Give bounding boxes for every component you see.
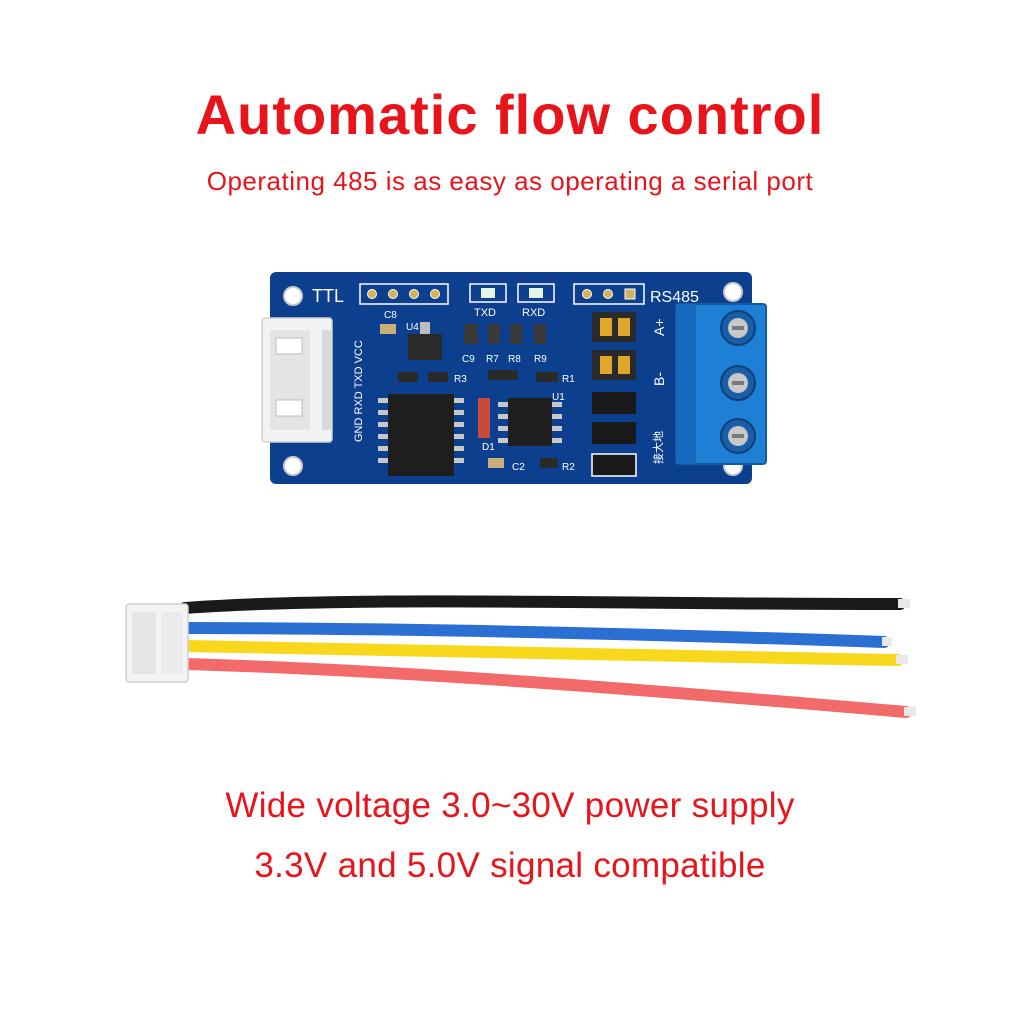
r1-label: R1 (562, 374, 575, 385)
a-plus-label: A+ (651, 318, 667, 336)
ttl-header (359, 283, 449, 305)
regulator-chip (408, 334, 442, 360)
feature-voltage: Wide voltage 3.0~30V power supply (225, 786, 795, 825)
txd-led (469, 283, 507, 303)
ttl-label: TTL (312, 286, 344, 306)
b-minus-label: B- (651, 372, 667, 386)
yellow-wire (179, 640, 904, 666)
mounting-hole-icon (283, 286, 303, 306)
rs485-header (573, 283, 645, 305)
rxd-led (517, 283, 555, 303)
diode (478, 398, 490, 438)
black-wire (179, 595, 906, 614)
u4-label: U4 (406, 322, 419, 333)
rs485-module-board: GND RXD TXD VCC TTL TXD RXD RS485 C8 U4 … (261, 272, 767, 484)
headline-title: Automatic flow control (195, 83, 825, 146)
pin-labels: GND RXD TXD VCC (353, 340, 365, 442)
r3-label: R3 (454, 374, 467, 385)
txd-label: TXD (474, 307, 496, 319)
r9-label: R9 (534, 354, 547, 365)
u1-label: U1 (552, 392, 565, 403)
rxd-label: RXD (522, 307, 545, 319)
red-wire (179, 658, 912, 718)
wire-harness (125, 595, 916, 718)
wire-connector-plug (125, 603, 189, 683)
earth-label: 接大地 (651, 431, 665, 464)
c8-label: C8 (384, 310, 397, 321)
blue-wire (179, 622, 890, 648)
transceiver-chip (498, 398, 562, 446)
mounting-hole-icon (283, 456, 303, 476)
c9-label: C9 (462, 354, 475, 365)
r2-label: R2 (562, 462, 575, 473)
main-ic-chip (378, 394, 464, 476)
jst-connector (261, 317, 333, 443)
screw-terminal-block (675, 303, 767, 465)
r8-label: R8 (508, 354, 521, 365)
mounting-hole-icon (723, 282, 743, 302)
rs485-label: RS485 (650, 289, 699, 306)
c2-label: C2 (512, 462, 525, 473)
feature-signal: 3.3V and 5.0V signal compatible (254, 846, 766, 885)
headline-subtitle: Operating 485 is as easy as operating a … (206, 166, 814, 196)
d1-label: D1 (482, 442, 495, 453)
r7-label: R7 (486, 354, 499, 365)
